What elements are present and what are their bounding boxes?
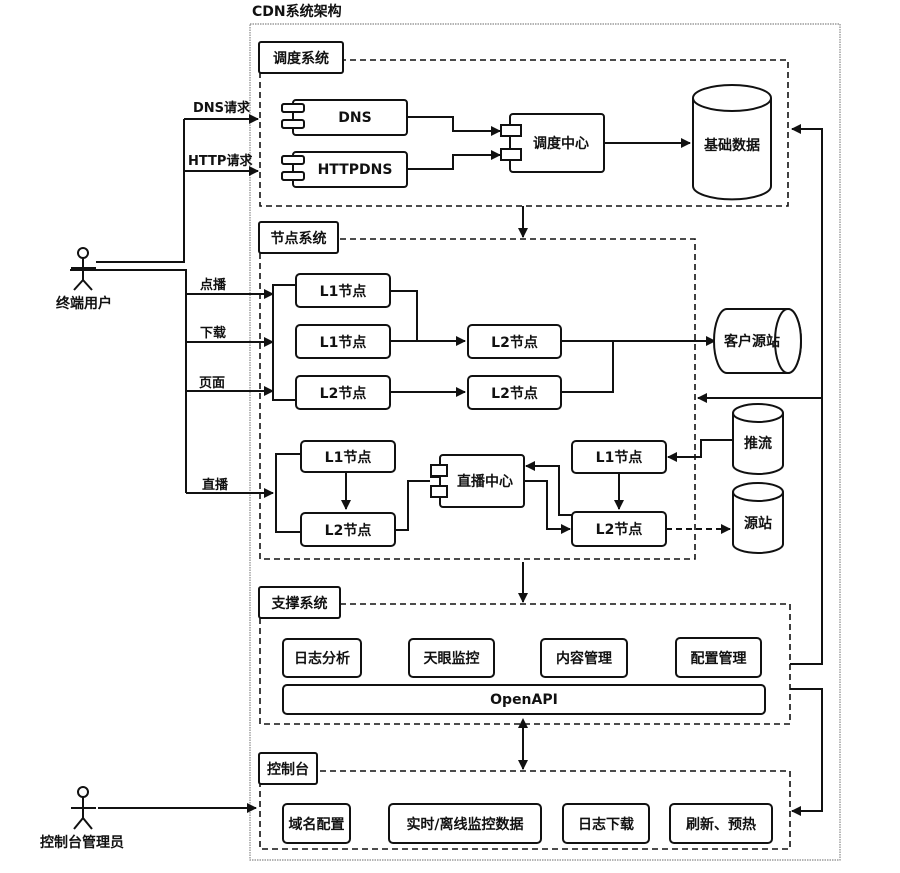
dns-label: DNS — [338, 109, 372, 126]
end-user-actor-icon — [71, 247, 96, 291]
httpdns-label: HTTPDNS — [317, 161, 393, 178]
httpdns-component[interactable]: HTTPDNS — [292, 151, 408, 188]
support-item-monitoring[interactable]: 天眼监控 — [408, 638, 495, 678]
cdn-outer-frame — [249, 23, 841, 861]
download-label: 下载 — [200, 326, 227, 341]
origin-cylinder — [732, 482, 784, 554]
live-left-l1-node[interactable]: L1节点 — [300, 440, 396, 473]
console-admin-actor-icon — [71, 786, 96, 830]
edge-user-to-nodes — [70, 269, 187, 493]
console-item-monitoring-data[interactable]: 实时/离线监控数据 — [388, 803, 542, 844]
vod-l1-node-1[interactable]: L1节点 — [295, 273, 391, 308]
vod-l1-node-2[interactable]: L1节点 — [295, 324, 391, 359]
edge-l1a-to-l2 — [391, 290, 418, 341]
vod-l2-node-1[interactable]: L2节点 — [467, 324, 562, 359]
console-frame — [259, 770, 791, 850]
edge-support-to-scheduling — [790, 124, 823, 665]
page-l2-node-2[interactable]: L2节点 — [467, 375, 562, 410]
console-item-domain-config[interactable]: 域名配置 — [282, 803, 351, 844]
customer-origin-cylinder — [713, 308, 802, 374]
dns-request-label: DNS请求 — [193, 101, 251, 116]
support-item-log-analysis[interactable]: 日志分析 — [282, 638, 362, 678]
http-request-label: HTTP请求 — [188, 154, 253, 169]
push-stream-label: 推流 — [744, 436, 772, 452]
console-item-log-download[interactable]: 日志下载 — [562, 803, 650, 844]
end-user-label: 终端用户 — [56, 296, 112, 312]
scheduling-center[interactable]: 调度中心 — [509, 113, 605, 173]
node-system-title: 节点系统 — [258, 221, 339, 254]
live-right-l1-node[interactable]: L1节点 — [571, 440, 667, 474]
openapi-bar[interactable]: OpenAPI — [282, 684, 766, 715]
console-admin-label: 控制台管理员 — [40, 835, 124, 851]
page-l2-node-1[interactable]: L2节点 — [295, 375, 391, 410]
live-label: 直播 — [202, 478, 229, 493]
page-label: 页面 — [199, 376, 226, 391]
edge-support-to-console — [790, 688, 823, 816]
edge-center-to-right-l2 — [524, 480, 571, 534]
edge-user-to-scheduling — [96, 119, 185, 263]
base-data-cylinder — [692, 84, 772, 201]
node-frame — [259, 238, 696, 560]
edge-right-l2-to-center — [525, 461, 572, 516]
edge-dns-to-center — [408, 116, 501, 136]
edge-push-to-l1 — [667, 439, 733, 462]
push-stream-cylinder — [732, 403, 784, 475]
support-item-content-management[interactable]: 内容管理 — [540, 638, 628, 678]
edge-live-l2-to-center — [396, 480, 430, 531]
scheduling-system-title: 调度系统 — [258, 41, 344, 74]
diagram-title: CDN系统架构 — [252, 4, 342, 20]
origin-label: 源站 — [744, 516, 772, 532]
scheduling-center-label: 调度中心 — [533, 136, 589, 152]
console-title: 控制台 — [258, 752, 318, 785]
edge-l2b-to-merge — [562, 341, 614, 393]
live-right-l2-node[interactable]: L2节点 — [571, 511, 667, 547]
live-center[interactable]: 直播中心 — [439, 454, 525, 508]
support-item-config-management[interactable]: 配置管理 — [675, 637, 762, 678]
base-data-label: 基础数据 — [704, 138, 760, 154]
live-center-label: 直播中心 — [457, 474, 513, 490]
dns-component[interactable]: DNS — [292, 99, 408, 136]
live-left-l2-node[interactable]: L2节点 — [300, 512, 396, 547]
support-system-title: 支撑系统 — [258, 586, 341, 619]
bracket-vod — [272, 284, 295, 401]
bracket-live — [275, 453, 302, 533]
customer-origin-label: 客户源站 — [724, 334, 780, 350]
vod-label: 点播 — [200, 278, 227, 293]
console-item-refresh-prefetch[interactable]: 刷新、预热 — [669, 803, 773, 844]
edge-httpdns-to-center — [408, 150, 501, 170]
scheduling-frame — [259, 59, 789, 207]
